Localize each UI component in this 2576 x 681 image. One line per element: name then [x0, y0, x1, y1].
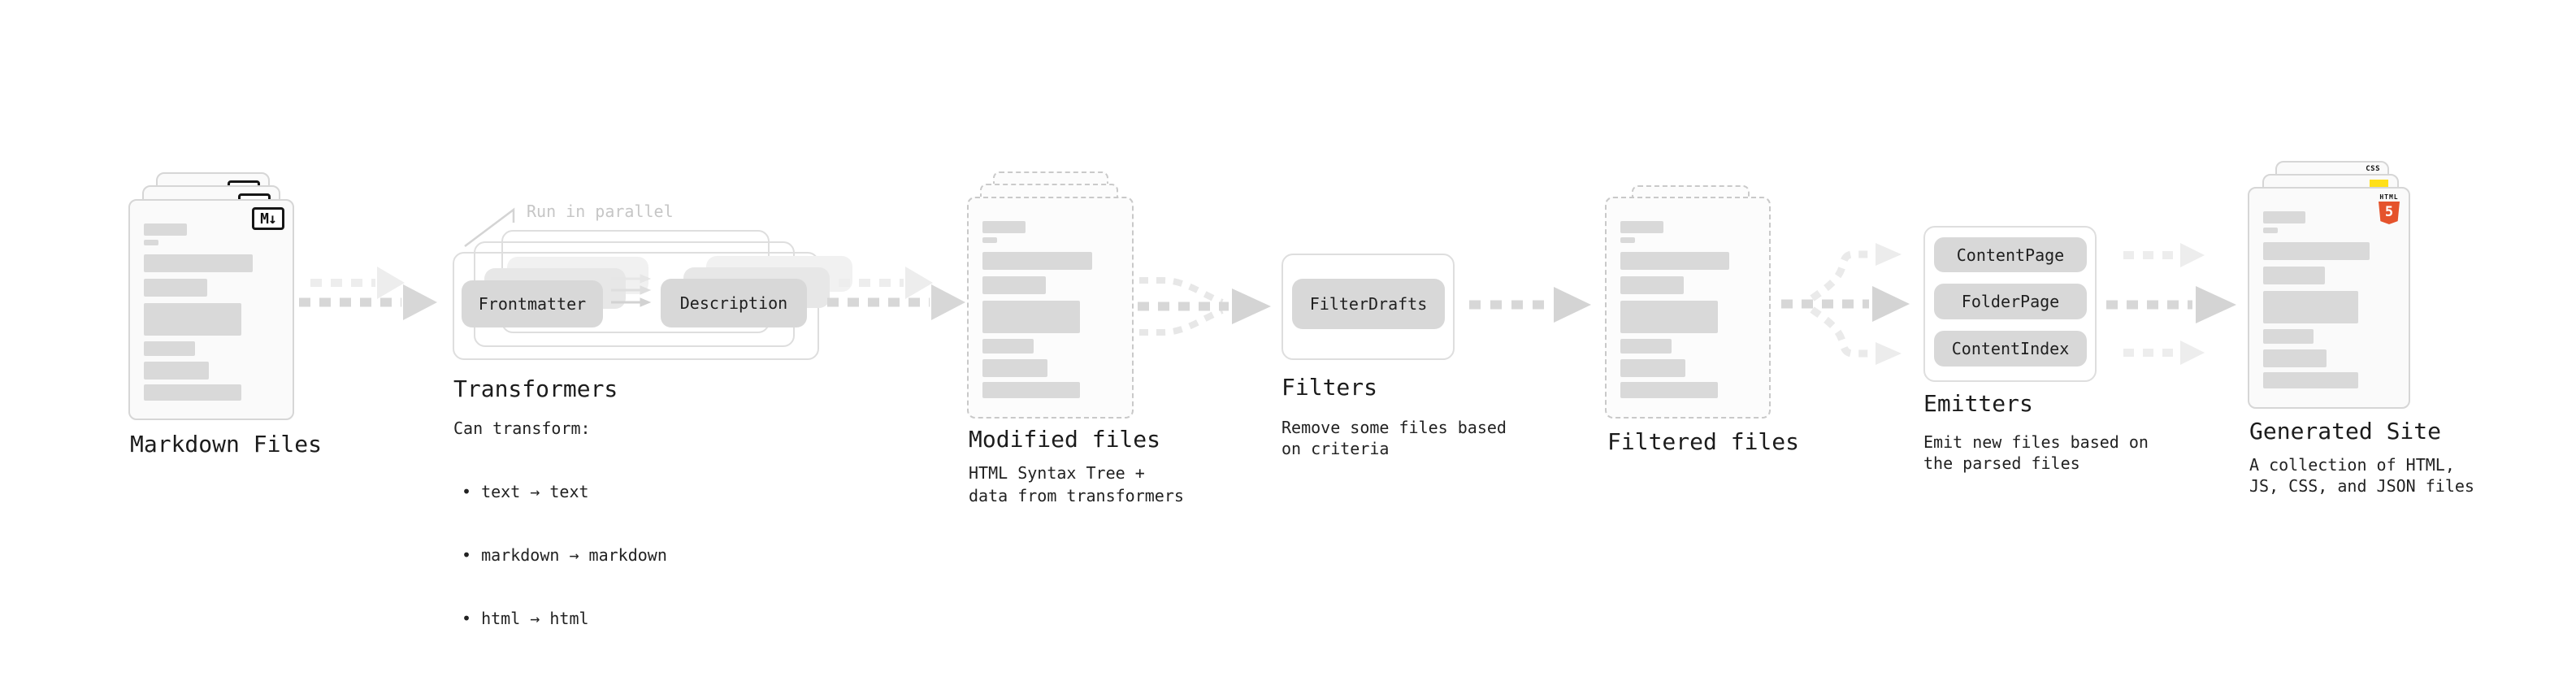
placeholder-bar: [982, 252, 1093, 270]
transformers-capabilities: • text → text • markdown → markdown • ht…: [462, 439, 667, 671]
flow-arrow-filters-to-filtered: [1469, 287, 1591, 323]
capability-item: • text → text: [462, 482, 589, 501]
placeholder-bar: [1620, 221, 1664, 233]
placeholder-bar: [144, 303, 241, 336]
transformers-heading: Transformers: [453, 375, 618, 402]
html5-shield: 5: [2379, 202, 2400, 224]
placeholder-bar: [1620, 301, 1718, 333]
document-placeholder-lines: [969, 198, 1132, 398]
placeholder-bar: [2263, 211, 2305, 223]
document-placeholder-lines: [1607, 198, 1769, 398]
filtered-file-card: [1605, 197, 1771, 419]
markdown-files-label: Markdown Files: [130, 431, 323, 458]
markdown-file-card-front: M↓: [128, 199, 294, 420]
capability-item: • html → html: [462, 609, 589, 628]
parallel-note-leader-line: [464, 207, 515, 247]
filter-pill-filterdrafts: FilterDrafts: [1292, 279, 1445, 329]
placeholder-bar: [144, 223, 188, 236]
placeholder-bar: [2263, 372, 2358, 388]
generated-site-description: A collection of HTML, JS, CSS, and JSON …: [2249, 455, 2474, 496]
placeholder-bar: [1620, 237, 1636, 243]
markdown-icon: M↓: [252, 207, 284, 230]
filters-description: Remove some files based on criteria: [1281, 418, 1507, 458]
flow-arrow-filtered-to-emitters: [1781, 243, 1910, 365]
placeholder-bar: [2263, 242, 2370, 260]
emitters-heading: Emitters: [1923, 390, 2033, 417]
placeholder-bar: [2263, 349, 2327, 367]
placeholder-bar: [982, 237, 998, 243]
generated-site-label: Generated Site: [2249, 418, 2442, 445]
emitter-pill-folderpage: FolderPage: [1934, 284, 2087, 319]
emitters-description: Emit new files based on the parsed files: [1923, 432, 2149, 473]
placeholder-bar: [982, 339, 1034, 354]
placeholder-bar: [982, 276, 1047, 294]
capability-item: • markdown → markdown: [462, 545, 667, 565]
placeholder-bar: [982, 301, 1081, 333]
js-file-icon: [2370, 180, 2388, 188]
css-label: CSS: [2366, 165, 2380, 173]
placeholder-bar: [144, 384, 241, 401]
flow-arrow-transformers-to-modified: [827, 267, 965, 320]
flow-arrow-emitters-to-generated: [2106, 243, 2236, 365]
placeholder-bar: [144, 279, 208, 297]
document-placeholder-lines: [130, 201, 293, 401]
placeholder-bar: [1620, 276, 1685, 294]
placeholder-bar: [2263, 267, 2326, 284]
filtered-files-label: Filtered files: [1607, 428, 1800, 455]
placeholder-bar: [982, 382, 1081, 398]
html5-file-icon: HTML 5: [2378, 193, 2400, 224]
pill-connector-arrows: [611, 274, 652, 307]
placeholder-bar: [2263, 291, 2358, 323]
transformer-pill-description: Description: [661, 279, 807, 327]
document-placeholder-lines: [2249, 189, 2409, 388]
run-in-parallel-note: Run in parallel: [527, 202, 674, 221]
placeholder-bar: [2263, 329, 2314, 344]
placeholder-bar: [1620, 359, 1685, 377]
transformer-pill-frontmatter: Frontmatter: [462, 280, 603, 327]
modified-files-label: Modified files: [969, 426, 1161, 453]
placeholder-bar: [144, 240, 159, 245]
placeholder-bar: [982, 221, 1026, 233]
modified-files-description: HTML Syntax Tree + data from transformer…: [969, 463, 1184, 505]
generated-file-card-html: HTML 5: [2248, 187, 2410, 409]
placeholder-bar: [982, 359, 1048, 377]
filters-heading: Filters: [1281, 374, 1378, 401]
placeholder-bar: [1620, 252, 1730, 270]
placeholder-bar: [144, 362, 209, 380]
emitter-pill-contentindex: ContentIndex: [1934, 331, 2087, 367]
modified-file-card: [967, 197, 1134, 419]
placeholder-bar: [2263, 228, 2278, 233]
flow-arrow-modified-to-filters: [1138, 277, 1271, 336]
flow-arrow-markdown-to-transformers: [299, 267, 437, 320]
placeholder-bar: [1620, 382, 1718, 398]
emitter-pill-contentpage: ContentPage: [1934, 237, 2087, 272]
transformers-description-title: Can transform:: [453, 419, 591, 438]
placeholder-bar: [144, 341, 196, 356]
placeholder-bar: [144, 254, 254, 272]
placeholder-bar: [1620, 339, 1672, 354]
html5-label: HTML: [2379, 193, 2399, 201]
